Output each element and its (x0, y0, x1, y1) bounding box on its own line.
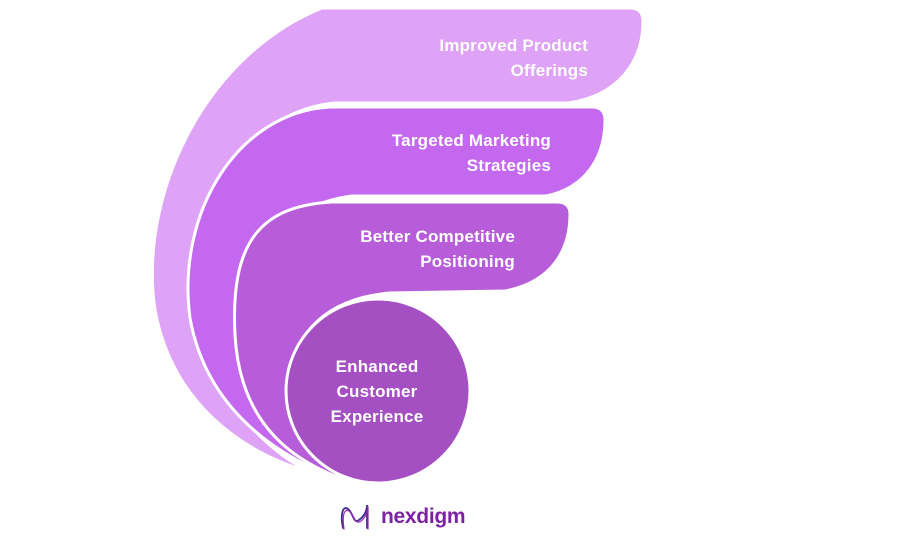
label-line: Customer (336, 382, 418, 401)
label-line: Offerings (510, 61, 588, 80)
brand-name: nexdigm (381, 505, 466, 528)
petal-label-better-competitive-positioning: Better Competitive Positioning (360, 224, 515, 274)
label-line: Improved Product (439, 36, 588, 55)
center-circle-enhanced-customer-experience (284, 297, 472, 485)
label-line: Positioning (420, 252, 515, 271)
label-line: Strategies (466, 156, 551, 175)
center-label-enhanced-customer-experience: Enhanced Customer Experience (277, 354, 477, 429)
petal-label-improved-product-offerings: Improved Product Offerings (439, 33, 588, 83)
petal-label-targeted-marketing-strategies: Targeted Marketing Strategies (392, 128, 551, 178)
label-line: Experience (330, 407, 424, 426)
brand-logo: nexdigm (340, 502, 466, 532)
label-line: Better Competitive (360, 227, 515, 246)
label-line: Enhanced (335, 357, 419, 376)
label-line: Targeted Marketing (391, 131, 551, 150)
nexdigm-wave-n-icon (340, 504, 369, 530)
